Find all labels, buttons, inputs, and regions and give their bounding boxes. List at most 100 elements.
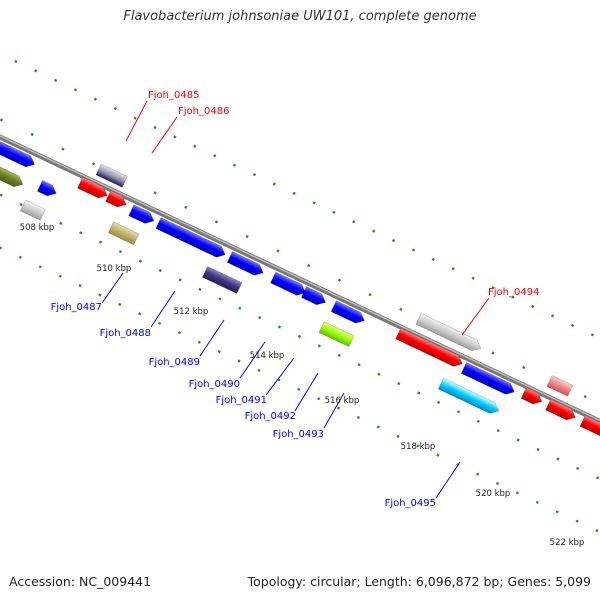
position-dot xyxy=(297,387,301,391)
gene-label-fjoh-0490: Fjoh_0490 xyxy=(189,379,240,390)
position-dot xyxy=(436,453,440,457)
position-dot xyxy=(476,472,480,476)
position-dot xyxy=(92,162,96,166)
position-dot xyxy=(575,519,579,523)
position-dot xyxy=(79,231,83,235)
position-dot xyxy=(511,295,515,299)
gene-fjoh-0487 xyxy=(128,204,155,224)
position-dot xyxy=(377,372,381,376)
position-dot xyxy=(153,125,157,130)
position-dot xyxy=(583,395,587,399)
position-dot xyxy=(590,333,594,337)
tick-label-508-kbp: 508 kbp xyxy=(20,223,55,233)
position-dot xyxy=(522,365,526,370)
leader-line xyxy=(461,297,490,336)
gene-arrow-red xyxy=(579,415,600,442)
gene-labels: Fjoh_0485Fjoh_0486Fjoh_0487Fjoh_0488Fjoh… xyxy=(51,90,540,509)
position-dot xyxy=(245,234,249,239)
position-dot xyxy=(536,447,540,452)
gene-box-gray xyxy=(19,199,46,221)
gene-arrow-blue xyxy=(460,362,515,395)
tick-label-518-kbp: 518 kbp xyxy=(401,442,436,452)
position-dot xyxy=(491,286,495,290)
position-dot xyxy=(138,259,142,263)
tick-label-522-kbp: 522 kbp xyxy=(550,538,585,548)
position-dot xyxy=(61,147,65,151)
gene-arrow-red xyxy=(395,327,463,367)
gene-label-fjoh-0494: Fjoh_0494 xyxy=(488,287,539,298)
position-dot xyxy=(98,293,102,297)
leader-line xyxy=(199,319,225,357)
position-dot xyxy=(317,344,321,348)
tick-label-512-kbp: 512 kbp xyxy=(174,307,209,317)
position-dot xyxy=(113,107,117,111)
accession-label: Accession: NC_009441 xyxy=(9,574,152,589)
position-dot xyxy=(30,132,34,137)
position-dot xyxy=(392,239,396,243)
position-dot xyxy=(54,78,58,82)
gene-features xyxy=(0,136,600,442)
gene-fjoh-0485 xyxy=(95,163,128,188)
gene-fjoh-0491 xyxy=(270,271,307,296)
position-dot xyxy=(376,425,380,429)
position-dot xyxy=(491,351,495,355)
position-dot xyxy=(0,193,3,197)
position-dot xyxy=(0,246,3,250)
gene-fjoh-0489 xyxy=(202,265,243,294)
gene-arrow-blue xyxy=(0,136,36,168)
position-dot xyxy=(178,278,182,282)
position-dot xyxy=(495,481,500,486)
position-dot xyxy=(396,434,400,438)
position-dot xyxy=(93,97,97,101)
position-dot xyxy=(276,249,280,253)
position-dot xyxy=(213,154,217,158)
position-dot xyxy=(471,276,475,280)
position-dot xyxy=(368,293,372,297)
position-dot xyxy=(456,410,461,414)
position-dot xyxy=(218,297,222,301)
position-dot xyxy=(14,59,18,64)
genome-backbone xyxy=(0,134,600,425)
gene-label-fjoh-0487: Fjoh_0487 xyxy=(51,302,102,313)
gene-label-fjoh-0495: Fjoh_0495 xyxy=(385,498,436,509)
position-dot xyxy=(0,118,3,122)
gene-fjoh-0486 xyxy=(77,176,108,199)
position-dot xyxy=(416,444,420,448)
position-dot xyxy=(153,191,157,195)
gene-label-fjoh-0486: Fjoh_0486 xyxy=(178,106,229,117)
position-dot xyxy=(193,144,197,148)
position-dot xyxy=(158,321,162,325)
position-dot xyxy=(570,323,575,327)
position-dot xyxy=(535,500,539,504)
position-dot xyxy=(356,415,360,420)
position-dot xyxy=(411,248,416,252)
gene-fjoh-0490 xyxy=(226,251,264,276)
leader-line xyxy=(150,290,176,328)
position-dot xyxy=(277,325,282,329)
position-dot xyxy=(551,314,555,318)
position-dot xyxy=(352,220,356,224)
position-dot xyxy=(214,220,219,224)
leader-line xyxy=(323,392,345,429)
position-dot xyxy=(272,182,276,186)
position-dot xyxy=(232,163,237,167)
position-dot xyxy=(292,191,296,195)
gene-label-fjoh-0489: Fjoh_0489 xyxy=(149,357,200,368)
gene-fjoh-0494 xyxy=(415,312,482,352)
leader-line xyxy=(151,116,178,154)
position-dot xyxy=(34,69,38,73)
tick-label-514-kbp: 514 kbp xyxy=(250,351,285,361)
position-dot xyxy=(476,419,480,423)
position-dot xyxy=(217,350,221,354)
position-dot xyxy=(257,368,261,372)
leader-line xyxy=(265,357,295,396)
position-dot xyxy=(336,406,341,410)
gene-arrow-blue xyxy=(330,300,365,324)
position-dot xyxy=(312,201,316,205)
position-dot xyxy=(317,397,321,401)
position-dot xyxy=(437,400,441,404)
tick-label-516-kbp: 516 kbp xyxy=(325,396,360,406)
